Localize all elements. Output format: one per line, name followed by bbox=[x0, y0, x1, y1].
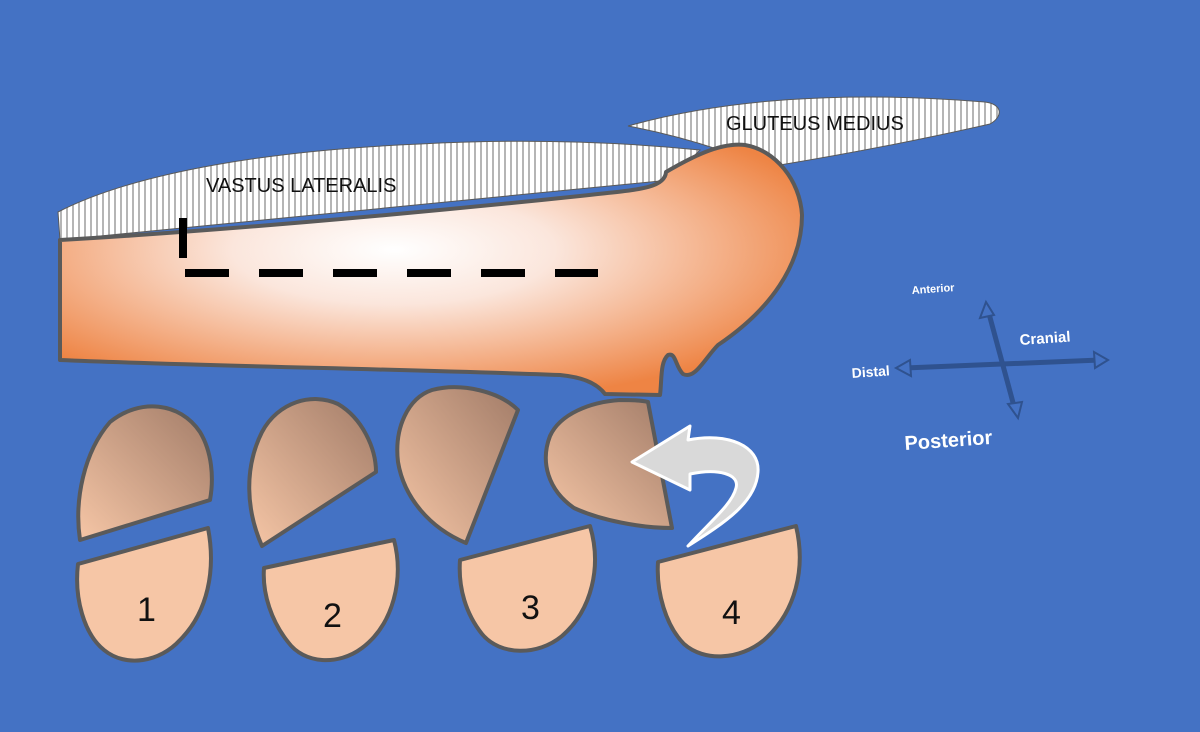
gluteus-medius-label: GLUTEUS MEDIUS bbox=[726, 113, 904, 135]
compass-cranial-label: Cranial bbox=[1019, 328, 1071, 349]
vastus-lateralis-muscle bbox=[57, 140, 702, 241]
compass-posterior-label: Posterior bbox=[904, 427, 993, 455]
fragment-4-upper bbox=[543, 398, 674, 530]
fragment-3-lower bbox=[457, 524, 597, 653]
orientation-compass: Anterior Cranial Distal Posterior bbox=[851, 282, 1110, 455]
fragment-3-number: 3 bbox=[521, 589, 540, 627]
fragment-2-lower bbox=[261, 538, 400, 662]
compass-arrow-posterior bbox=[1006, 400, 1024, 421]
fragment-1-lower bbox=[75, 526, 213, 663]
fragment-4-number: 4 bbox=[722, 594, 741, 632]
fragment-2-upper bbox=[247, 397, 378, 548]
compass-distal-label: Distal bbox=[851, 362, 890, 381]
compass-anterior-label: Anterior bbox=[911, 282, 955, 297]
compass-arrow-cranial bbox=[1092, 350, 1110, 370]
compass-arrow-distal bbox=[893, 358, 913, 378]
fragment-2-number: 2 bbox=[323, 597, 342, 635]
rotation-arrow bbox=[630, 424, 760, 548]
vastus-lateralis-label: VASTUS LATERALIS bbox=[206, 175, 396, 197]
fragment-1-number: 1 bbox=[137, 591, 156, 629]
compass-arrow-anterior bbox=[978, 299, 996, 320]
compass-vertical-axis bbox=[985, 309, 1018, 411]
fragment-4-lower bbox=[655, 524, 802, 659]
fragment-1-upper bbox=[76, 404, 214, 542]
fragment-3-upper bbox=[395, 385, 520, 545]
